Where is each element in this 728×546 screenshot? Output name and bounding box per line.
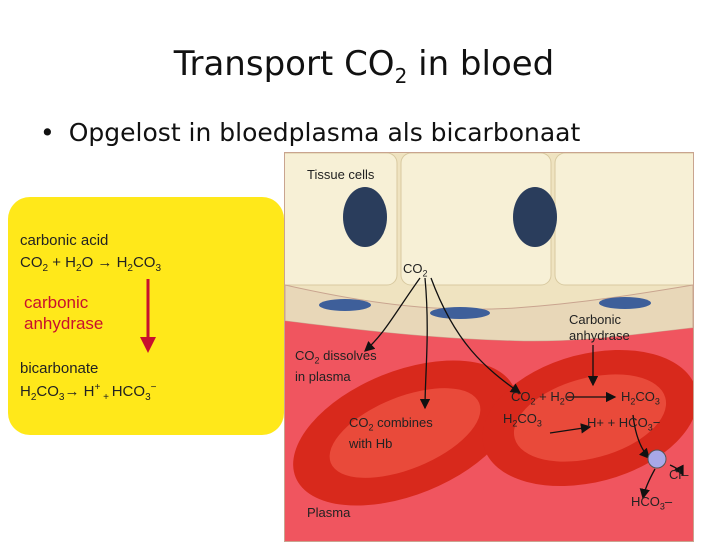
slide-title: Transport CO2 in bloed [173, 44, 555, 88]
bicarbonate-out-label: HCO3– [631, 494, 673, 512]
red-down-arrow [140, 279, 156, 353]
tissue-cell [285, 153, 398, 286]
anhydrase-label: anhydrase [24, 314, 104, 333]
reaction-carbonic-acid: H2CO3 [621, 389, 660, 407]
reaction-co2-water: CO2 + H2O [511, 389, 575, 407]
carbonic-acid-label: carbonic acid [20, 232, 109, 249]
carbonic-label: carbonic [24, 293, 89, 312]
reaction-dissociation-right: H+ + HCO3− [587, 415, 661, 433]
bicarbonate-label: bicarbonate [20, 360, 99, 377]
tissue-cell [554, 153, 693, 286]
equation-box: carbonic acid CO2 + H2O → H2CO3 carbonic… [8, 197, 284, 435]
bullet-item: • Opgelost in bloedplasma als bicarbonaat [40, 118, 580, 147]
chloride-bicarbonate-exchanger [647, 449, 667, 469]
chloride-label: Cl– [669, 467, 689, 482]
diagram-graphics [285, 153, 693, 541]
co2-label: CO2 [403, 261, 428, 279]
nucleus [343, 187, 387, 247]
bicarbonate-equation: H2CO3→ H+ + HCO3− [20, 382, 157, 403]
nucleus [513, 187, 557, 247]
reaction-dissociation-left: H2CO3 [503, 411, 542, 429]
bullet-marker: • [40, 118, 55, 147]
plasma-label: Plasma [307, 505, 351, 520]
carbonic-acid-equation: CO2 + H2O → H2CO3 [20, 254, 162, 274]
tissue-cells-label: Tissue cells [307, 167, 375, 182]
bullet-text: Opgelost in bloedplasma als bicarbonaat [68, 118, 581, 147]
